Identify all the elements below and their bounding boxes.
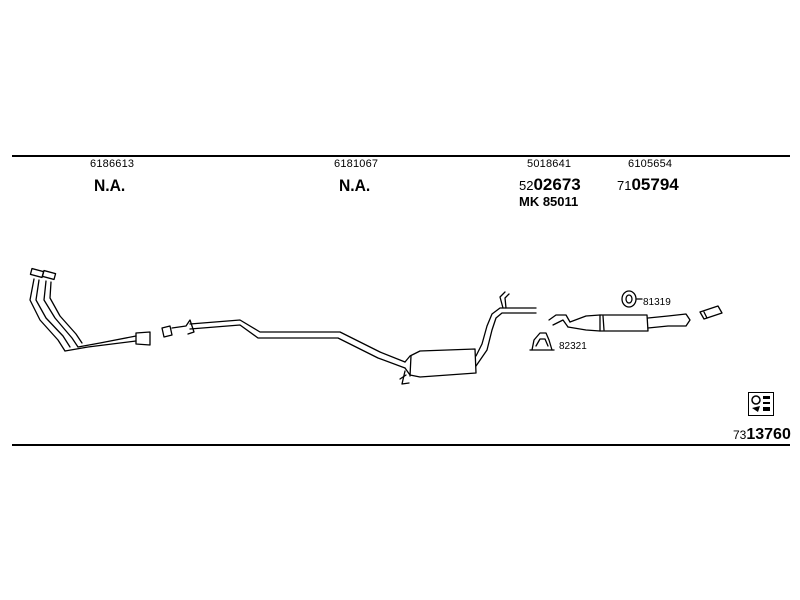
top-rule [12, 155, 790, 157]
bottom-rule [12, 444, 790, 446]
intermediate-pipe [161, 319, 406, 369]
bracket-82321 [529, 332, 555, 351]
part-status-intermediate-pipe: N.A. [339, 176, 371, 195]
part-number-middle-silencer: 5018641 [527, 158, 572, 170]
callout-label-hanger: 81319 [643, 297, 671, 308]
part-code-prefix: 52 [519, 178, 534, 193]
front-pipe [29, 267, 151, 352]
part-code-prefix: 71 [617, 178, 632, 193]
part-status-front-pipe: N.A. [94, 176, 126, 195]
tail-pipe-trim [699, 305, 723, 320]
part-code-main: 05794 [631, 175, 679, 194]
part-number-rear-silencer: 6105654 [628, 158, 673, 170]
catalog-symbol-icon [748, 392, 774, 416]
middle-silencer [399, 291, 537, 385]
document-number-prefix: 73 [733, 428, 747, 442]
part-code-main: 02673 [533, 175, 581, 194]
part-code-middle-silencer: 5202673 [519, 176, 581, 193]
rear-silencer [548, 313, 691, 332]
part-number-front-pipe: 6186613 [90, 158, 135, 170]
callout-label-bracket: 82321 [559, 341, 587, 352]
document-number-main: 13760 [746, 426, 791, 443]
document-number: 7313760 [733, 427, 791, 443]
hanger-81319 [621, 290, 643, 308]
mounting-kit-number: MK 85011 [519, 194, 579, 209]
part-code-rear-silencer: 7105794 [617, 176, 679, 193]
part-number-intermediate-pipe: 6181067 [334, 158, 379, 170]
